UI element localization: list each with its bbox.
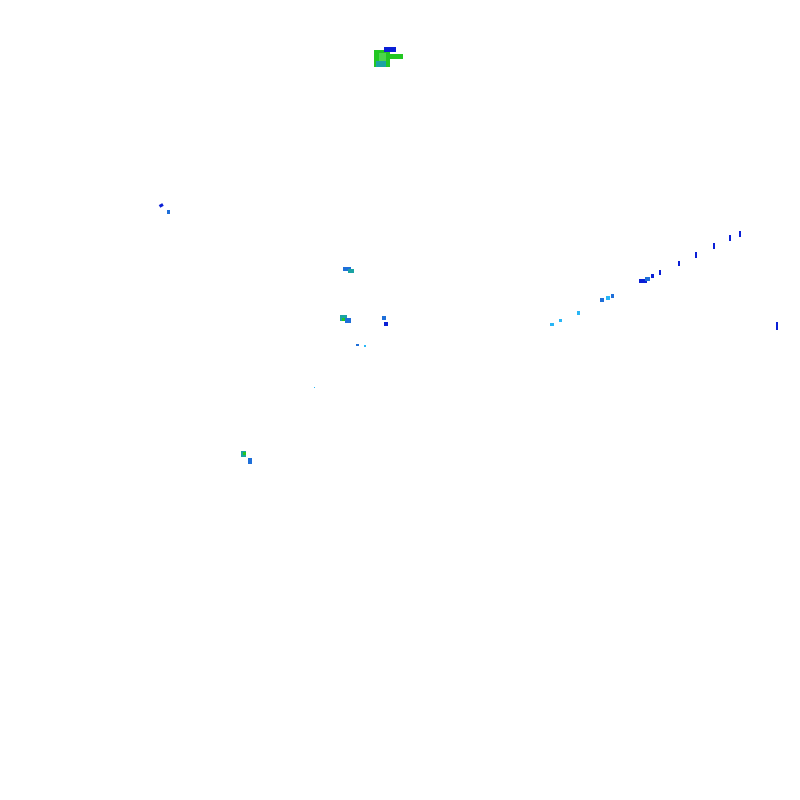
precip-cluster-center [314, 267, 388, 388]
precip-cluster-north [374, 47, 403, 67]
precip-specks-west [158, 203, 170, 214]
precip-cluster-southwest [241, 451, 252, 464]
precip-band-east [550, 231, 778, 330]
